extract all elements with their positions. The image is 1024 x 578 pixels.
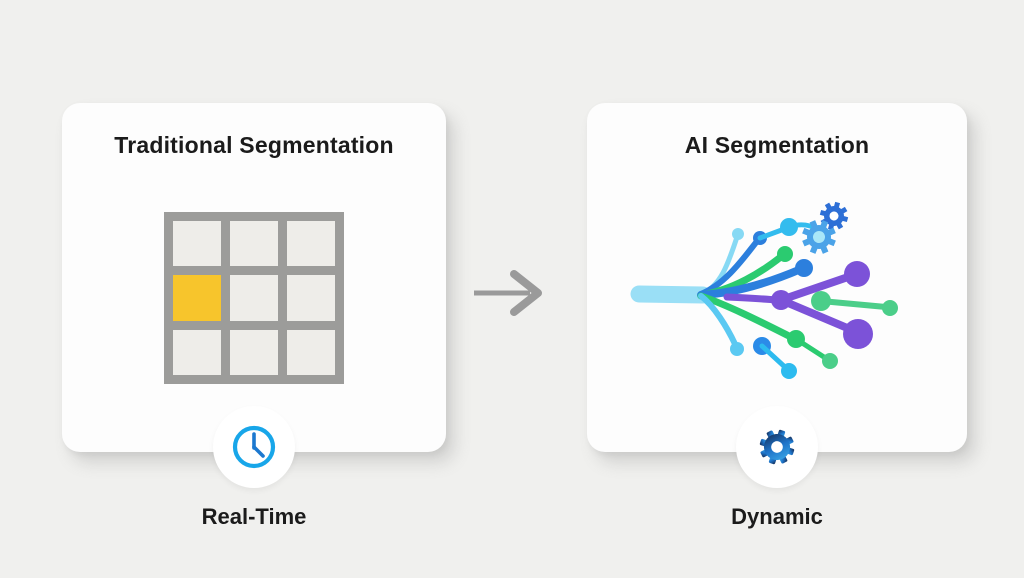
segmentation-grid — [164, 212, 344, 384]
branch-node — [732, 228, 744, 240]
branch-node — [822, 353, 838, 369]
branch-illustration — [630, 201, 898, 379]
branch-node — [777, 246, 793, 262]
trunk — [630, 285, 712, 304]
branch-node — [730, 342, 744, 356]
dynamic-label: Dynamic — [731, 504, 823, 529]
ai-segmentation-card: AI Segmentation — [587, 103, 967, 488]
branch-node — [844, 261, 870, 287]
grid-cell — [230, 221, 278, 267]
gear-badge — [736, 406, 818, 488]
traditional-card-title: Traditional Segmentation — [114, 132, 394, 158]
gear-icon-outline — [802, 220, 836, 254]
clock-badge — [213, 406, 295, 488]
grid-cell — [230, 275, 278, 321]
branch-node — [843, 319, 873, 349]
grid-cell — [287, 275, 335, 321]
grid-cell — [287, 221, 335, 267]
arrow-right-icon — [468, 270, 560, 316]
grid-cell — [173, 275, 221, 321]
ai-card-title: AI Segmentation — [684, 132, 870, 158]
grid-cell — [173, 221, 221, 267]
grid-cell — [230, 329, 278, 375]
traditional-segmentation-card: Traditional Segmentation — [62, 103, 446, 488]
grid-cell — [173, 329, 221, 375]
branch-node — [882, 300, 898, 316]
gear-icon — [759, 429, 795, 465]
real-time-label: Real-Time — [201, 504, 307, 529]
clock-icon — [232, 425, 276, 469]
branch-node — [781, 363, 797, 379]
branch-node — [795, 259, 813, 277]
grid-cell — [287, 329, 335, 375]
